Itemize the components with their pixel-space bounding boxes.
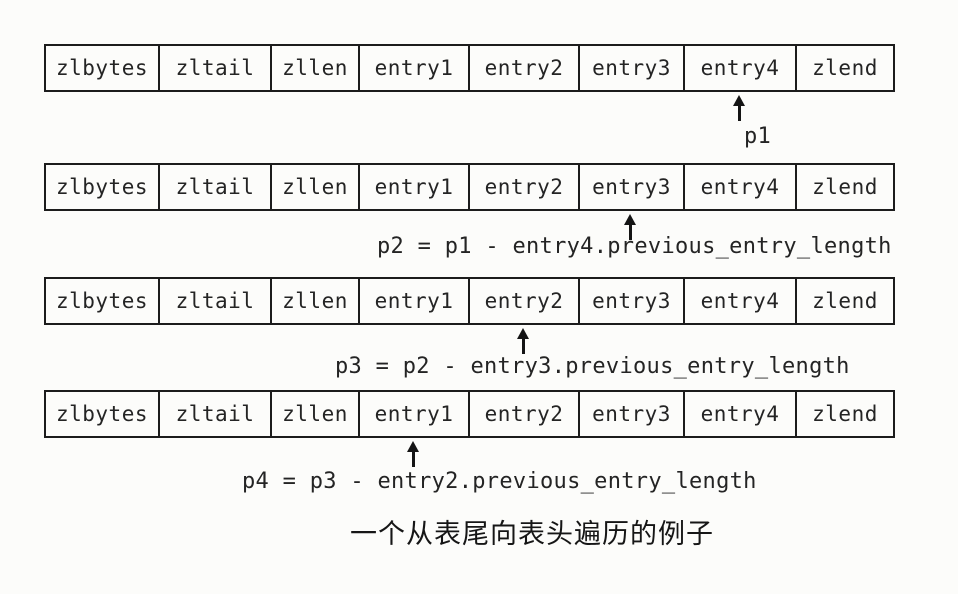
pointer-label-p3: p3 = p2 - entry3.previous_entry_length — [335, 354, 850, 379]
up-arrow-icon — [622, 214, 638, 240]
cell-zltail: zltail — [158, 392, 270, 436]
cell-entry3: entry3 — [578, 46, 683, 90]
cell-zlbytes: zlbytes — [55, 289, 148, 313]
ziplist-row-3: zlbytes zltail zllen entry1 entry2 entry… — [44, 277, 895, 325]
cell-entry3: entry3 — [578, 279, 683, 323]
ziplist-row-4: zlbytes zltail zllen entry1 entry2 entry… — [44, 390, 895, 438]
cell-entry3: entry3 — [578, 392, 683, 436]
cell-entry2: entry2 — [468, 392, 578, 436]
cell-entry1: entry1 — [358, 165, 468, 209]
cell-entry4: entry4 — [683, 165, 795, 209]
cell-zlbytes: zlbytes — [55, 56, 148, 80]
cell-entry2: entry2 — [468, 279, 578, 323]
ziplist-row-2: zlbytes zltail zllen entry1 entry2 entry… — [44, 163, 895, 211]
pointer-label-p4: p4 = p3 - entry2.previous_entry_length — [242, 469, 757, 494]
cell-entry4: entry4 — [683, 46, 795, 90]
cell-zlend: zlend — [795, 46, 893, 90]
pointer-label-p1: p1 — [744, 124, 772, 149]
cell-entry3: entry3 — [578, 165, 683, 209]
cell-zltail: zltail — [158, 279, 270, 323]
cell-entry4: entry4 — [683, 279, 795, 323]
up-arrow-icon — [731, 95, 747, 121]
up-arrow-icon — [515, 328, 531, 354]
pointer-label-p2: p2 = p1 - entry4.previous_entry_length — [377, 234, 892, 259]
up-arrow-icon — [405, 441, 421, 467]
cell-zlend: zlend — [795, 279, 893, 323]
cell-zltail: zltail — [158, 165, 270, 209]
cell-zllen: zllen — [270, 165, 358, 209]
cell-zllen: zllen — [270, 392, 358, 436]
cell-zllen: zllen — [270, 279, 358, 323]
cell-zlend: zlend — [795, 165, 893, 209]
cell-entry2: entry2 — [468, 46, 578, 90]
cell-entry1: entry1 — [358, 46, 468, 90]
ziplist-row-1: zlbytes zltail zllen entry1 entry2 entry… — [44, 44, 895, 92]
cell-zltail: zltail — [158, 46, 270, 90]
cell-entry1: entry1 — [358, 279, 468, 323]
cell-zlbytes: zlbytes — [55, 175, 148, 199]
figure-caption: 一个从表尾向表头遍历的例子 — [350, 519, 714, 549]
cell-zlbytes: zlbytes — [55, 402, 148, 426]
cell-zlend: zlend — [795, 392, 893, 436]
cell-entry4: entry4 — [683, 392, 795, 436]
cell-entry2: entry2 — [468, 165, 578, 209]
cell-entry1: entry1 — [358, 392, 468, 436]
cell-zllen: zllen — [270, 46, 358, 90]
